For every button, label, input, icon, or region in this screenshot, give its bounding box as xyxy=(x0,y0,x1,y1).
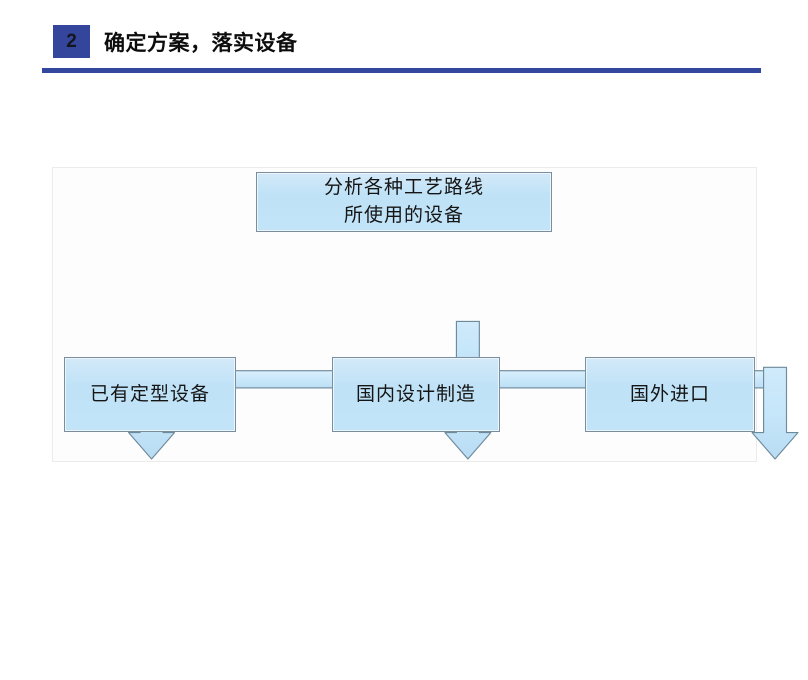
slide-header: 2 确定方案，落实设备 xyxy=(0,0,808,80)
flow-node-import[interactable]: 国外进口 xyxy=(585,357,755,432)
flow-node-existing-label: 已有定型设备 xyxy=(89,383,210,405)
flow-node-import-label: 国外进口 xyxy=(629,383,710,405)
flow-node-domestic[interactable]: 国内设计制造 xyxy=(332,357,500,432)
step-number-badge: 2 xyxy=(53,25,90,58)
title-divider-rule xyxy=(42,68,761,73)
flow-node-existing[interactable]: 已有定型设备 xyxy=(64,357,236,432)
page-title: 确定方案，落实设备 xyxy=(104,32,298,55)
flow-node-root[interactable]: 分析各种工艺路线 所使用的设备 xyxy=(256,172,552,232)
flow-node-root-label: 分析各种工艺路线 所使用的设备 xyxy=(323,176,484,227)
connector-arrow-import xyxy=(751,366,799,460)
flow-node-domestic-label: 国内设计制造 xyxy=(355,383,476,405)
